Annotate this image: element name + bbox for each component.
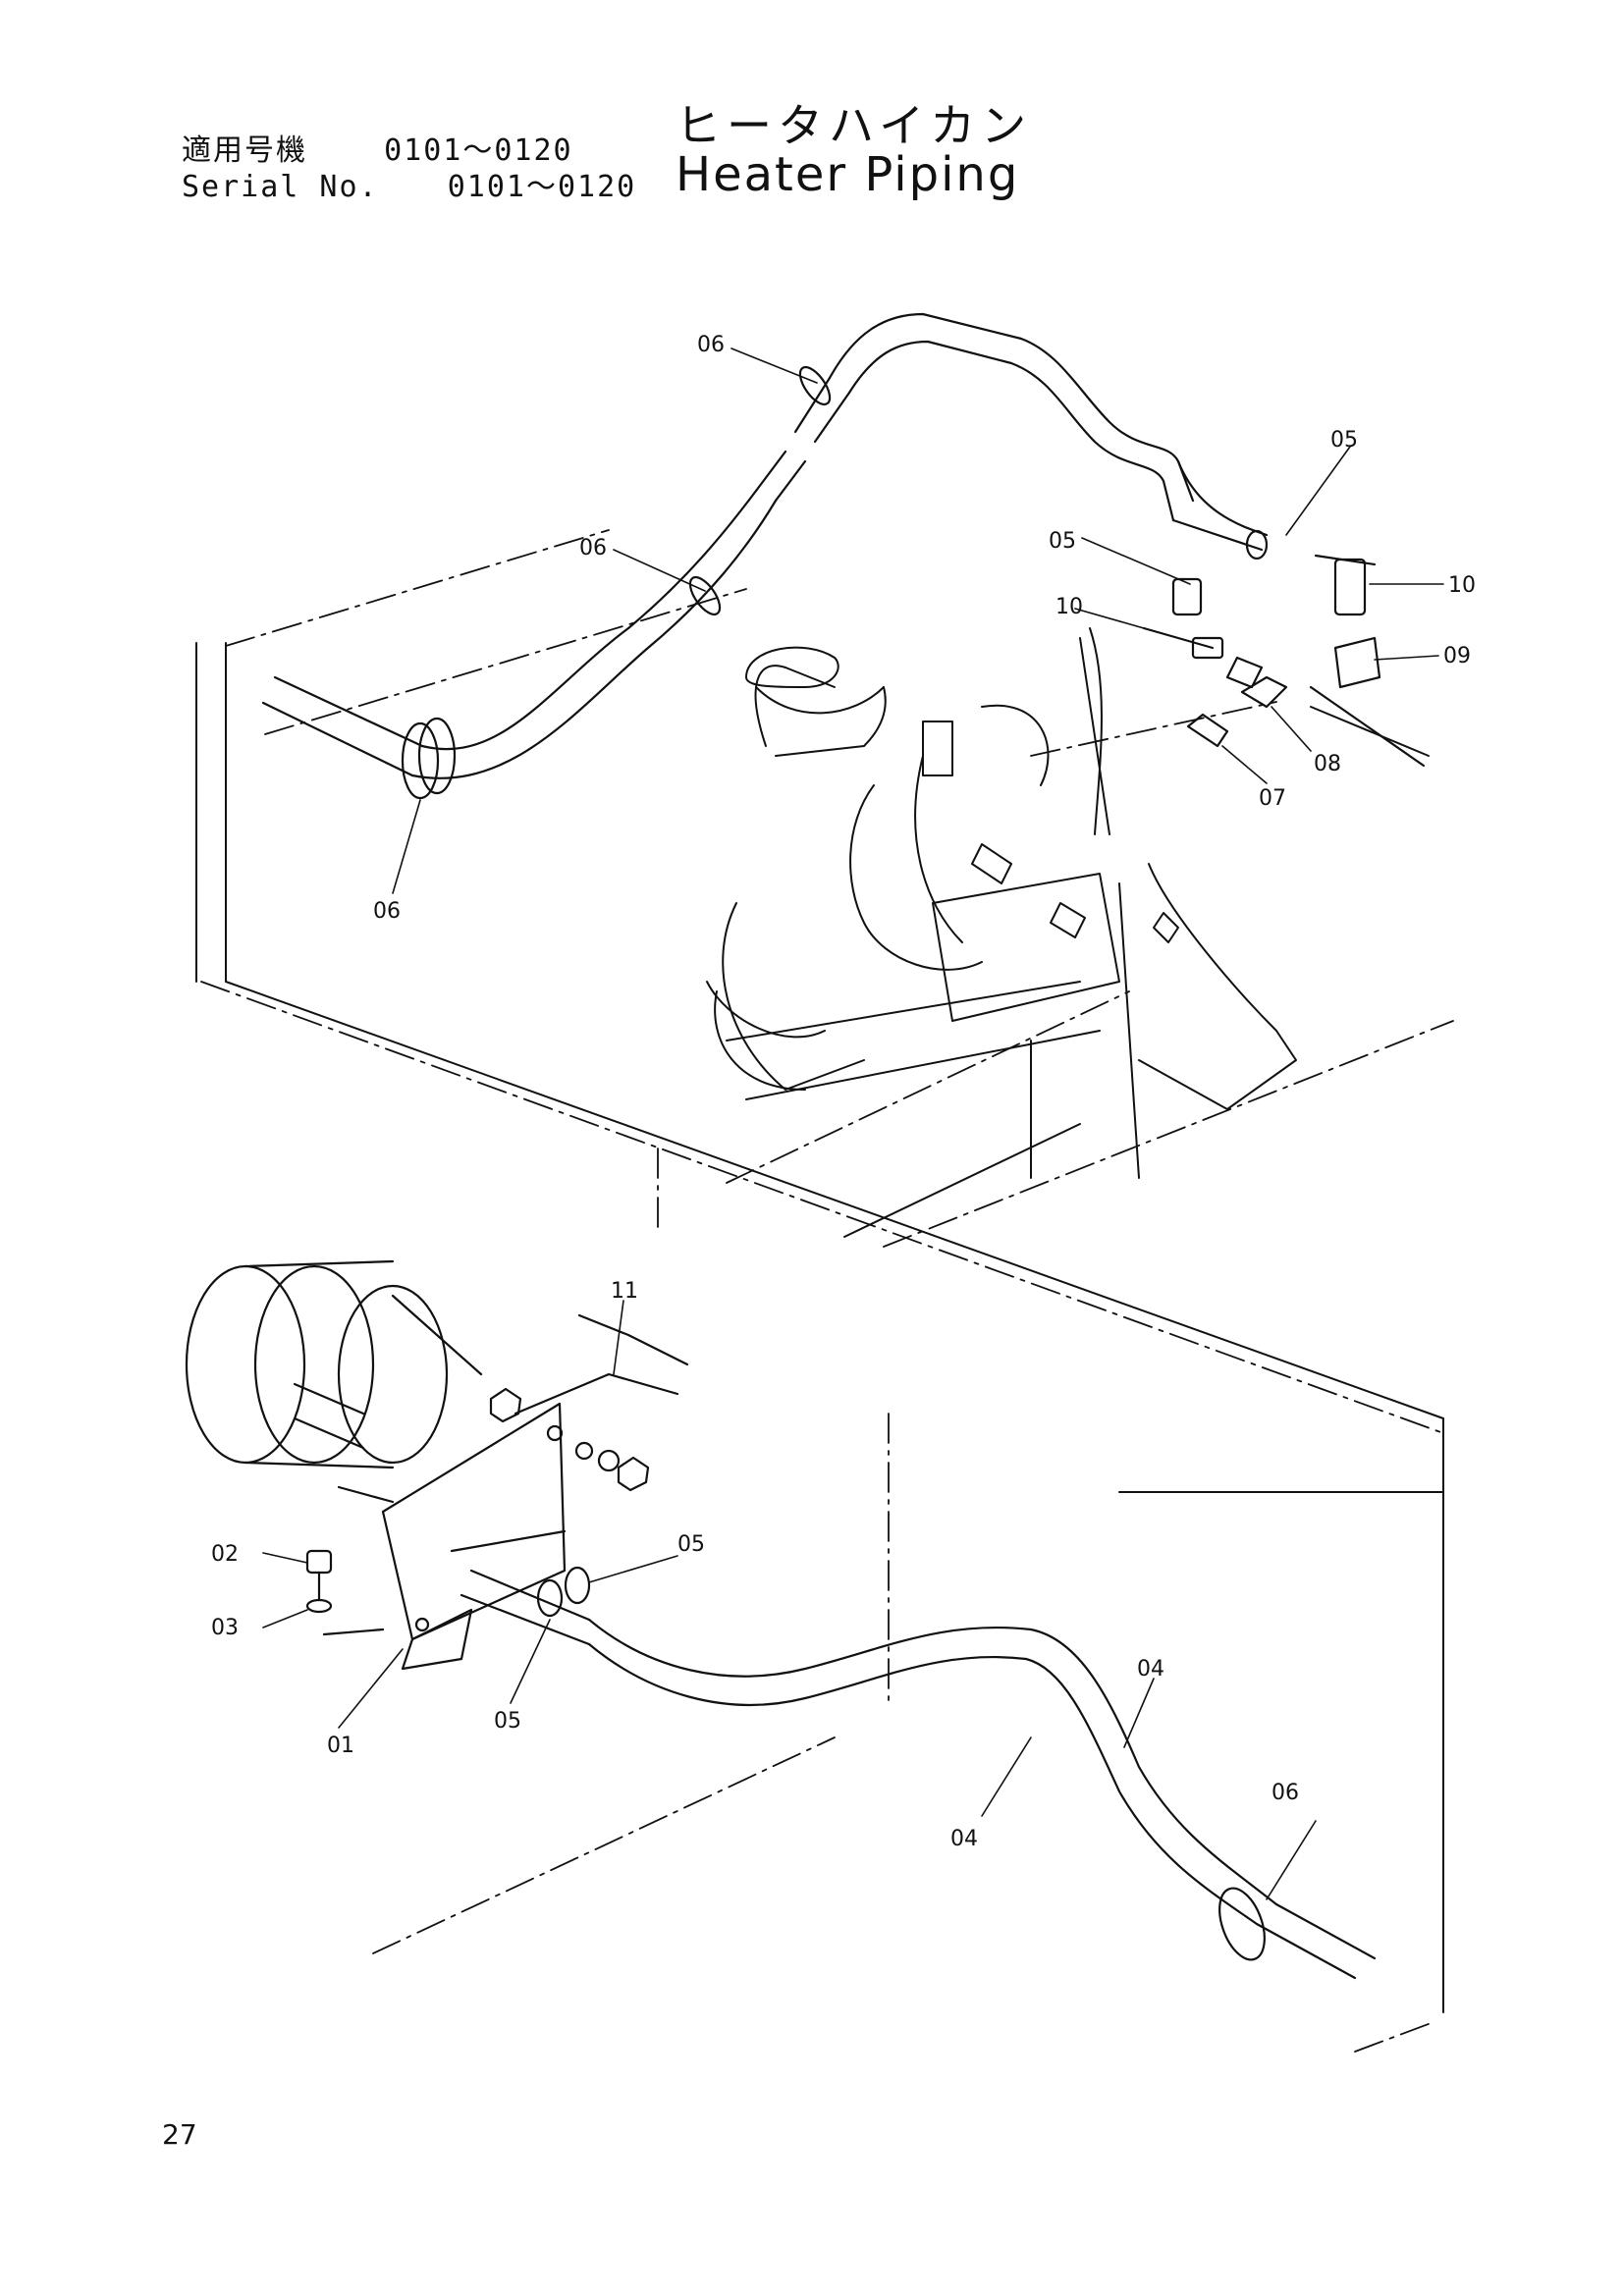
- heater-unit: [185, 1259, 483, 1504]
- engine-block: [706, 627, 1297, 1179]
- callout-labels: 06 06 06 06 05 05 05 05 10 10 09 08 07 1…: [211, 333, 1476, 1851]
- serial-range-en: 0101～0120: [447, 170, 637, 204]
- serial-number-line: Serial No. 0101～0120: [182, 170, 636, 205]
- upper-heater-pipe: [261, 312, 1269, 779]
- callout-04-lower: 04: [950, 1827, 978, 1851]
- callout-06-mid: 06: [579, 536, 607, 561]
- callout-06-lower: 06: [1271, 1781, 1299, 1805]
- mounting-bracket: [381, 1402, 567, 1671]
- callout-08: 08: [1314, 752, 1341, 776]
- callout-10-center: 10: [1055, 595, 1083, 619]
- callout-05-right: 05: [1330, 428, 1358, 453]
- callout-01: 01: [327, 1734, 354, 1758]
- upper-frame-lines: [195, 642, 1444, 2013]
- page-title-jp: ヒータハイカン: [676, 99, 1033, 152]
- callout-06-left: 06: [373, 899, 401, 924]
- applicable-model-line: 適用号機 0101～0120: [182, 133, 573, 169]
- valve-fittings-group: [1142, 554, 1426, 768]
- serial-label-en: Serial No.: [182, 170, 379, 204]
- callout-09: 09: [1443, 644, 1471, 668]
- page-title-en: Heater Piping: [676, 147, 1020, 202]
- callout-11: 11: [611, 1279, 638, 1304]
- phantom-lines: [200, 529, 1454, 2053]
- leader-lines: [262, 347, 1444, 1900]
- callout-02: 02: [211, 1542, 239, 1567]
- callout-05-center: 05: [1049, 529, 1076, 554]
- callout-05-lower-left: 05: [494, 1709, 521, 1734]
- upper-hose-clamps: [401, 365, 1269, 800]
- serial-range-jp: 0101～0120: [384, 133, 573, 168]
- lower-hose-clamps: [536, 1566, 1266, 1961]
- callout-06-top: 06: [697, 333, 725, 357]
- page-number: 27: [162, 2118, 197, 2151]
- bolt-and-washer: [305, 1549, 385, 1636]
- callout-05-lower-right: 05: [677, 1532, 705, 1557]
- model-label-jp: 適用号機: [182, 133, 307, 168]
- callout-04-upper: 04: [1137, 1657, 1164, 1682]
- callout-10-right: 10: [1448, 573, 1476, 598]
- callout-03: 03: [211, 1616, 239, 1640]
- nuts-and-washers: [489, 1313, 689, 1492]
- lower-heater-pipe: [460, 1569, 1377, 1980]
- callout-07: 07: [1259, 786, 1286, 811]
